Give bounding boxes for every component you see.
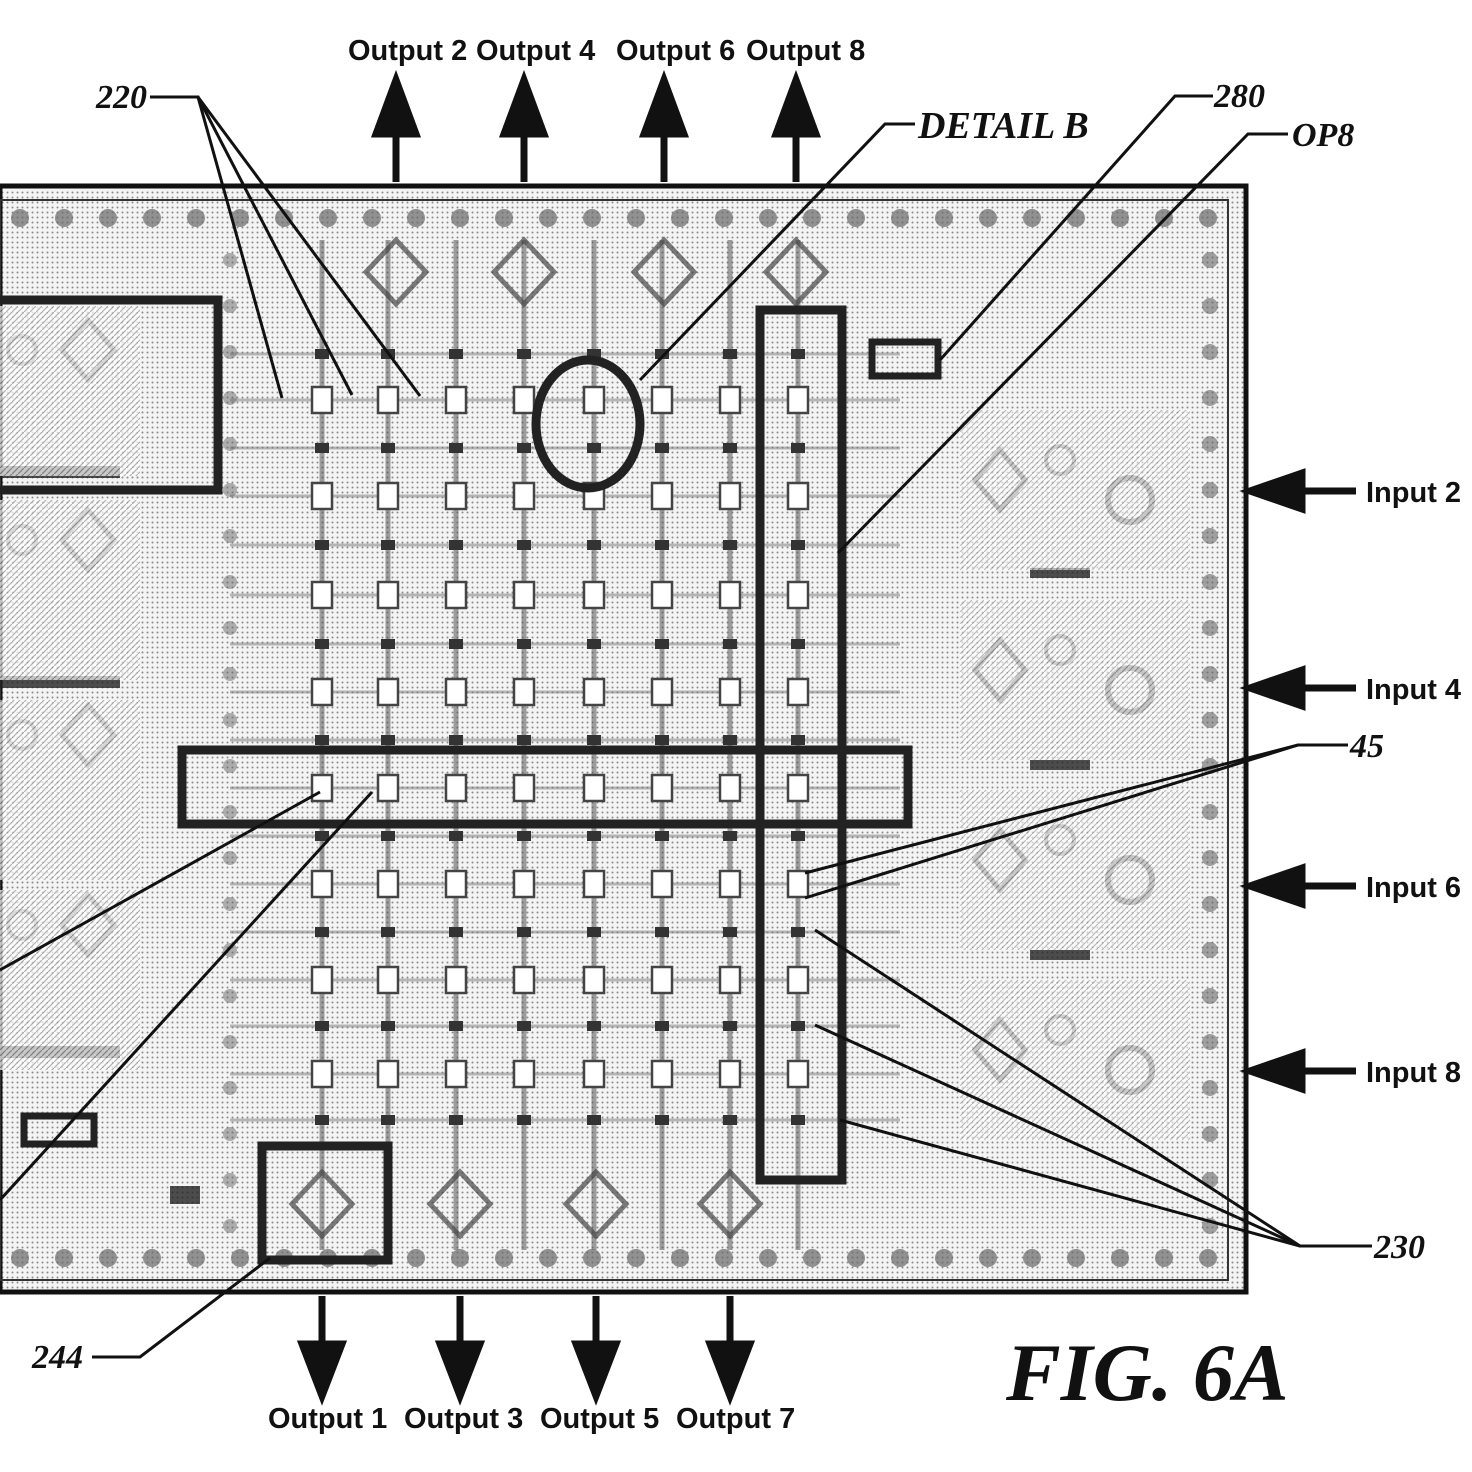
ref-230: 230 xyxy=(1373,1229,1425,1266)
highlight-boxes xyxy=(0,295,942,1265)
ref-detail-b: DETAIL B xyxy=(917,105,1089,147)
box-244 xyxy=(257,1141,393,1265)
input-2-label: Input 2 xyxy=(1366,477,1461,509)
ref-280: 280 xyxy=(1213,78,1265,115)
input-4-label: Input 4 xyxy=(1366,674,1461,706)
output-7-label: Output 7 xyxy=(676,1403,795,1435)
output-2-label: Output 2 xyxy=(348,35,467,67)
output-arrows-bottom xyxy=(296,1296,756,1406)
input-8-label: Input 8 xyxy=(1366,1057,1461,1089)
small-top-box xyxy=(868,338,942,380)
figure-title: FIG. 6A xyxy=(1005,1327,1289,1418)
small-left-box xyxy=(20,1112,98,1148)
output-5-label: Output 5 xyxy=(540,1403,659,1435)
ref-244: 244 xyxy=(31,1339,83,1376)
output-arrows-top xyxy=(370,69,822,182)
output-8-label: Output 8 xyxy=(746,35,865,67)
leader-lines xyxy=(0,94,1372,1359)
output-1-label: Output 1 xyxy=(268,1403,387,1435)
ref-220: 220 xyxy=(95,79,147,116)
ref-45: 45 xyxy=(1349,728,1384,765)
vertical-column-box xyxy=(755,305,847,1185)
input-arrows-right xyxy=(1239,468,1356,1094)
output-3-label: Output 3 xyxy=(404,1403,523,1435)
circuit-detail xyxy=(0,209,1218,1267)
output-6-label: Output 6 xyxy=(616,35,735,67)
detail-b-circle xyxy=(531,355,645,493)
left-top-box xyxy=(0,295,223,495)
input-6-label: Input 6 xyxy=(1366,872,1461,904)
output-4-label: Output 4 xyxy=(476,35,595,67)
chip-die xyxy=(0,183,1249,1295)
ref-op8: OP8 xyxy=(1292,117,1354,154)
horizontal-row-box xyxy=(177,745,913,829)
